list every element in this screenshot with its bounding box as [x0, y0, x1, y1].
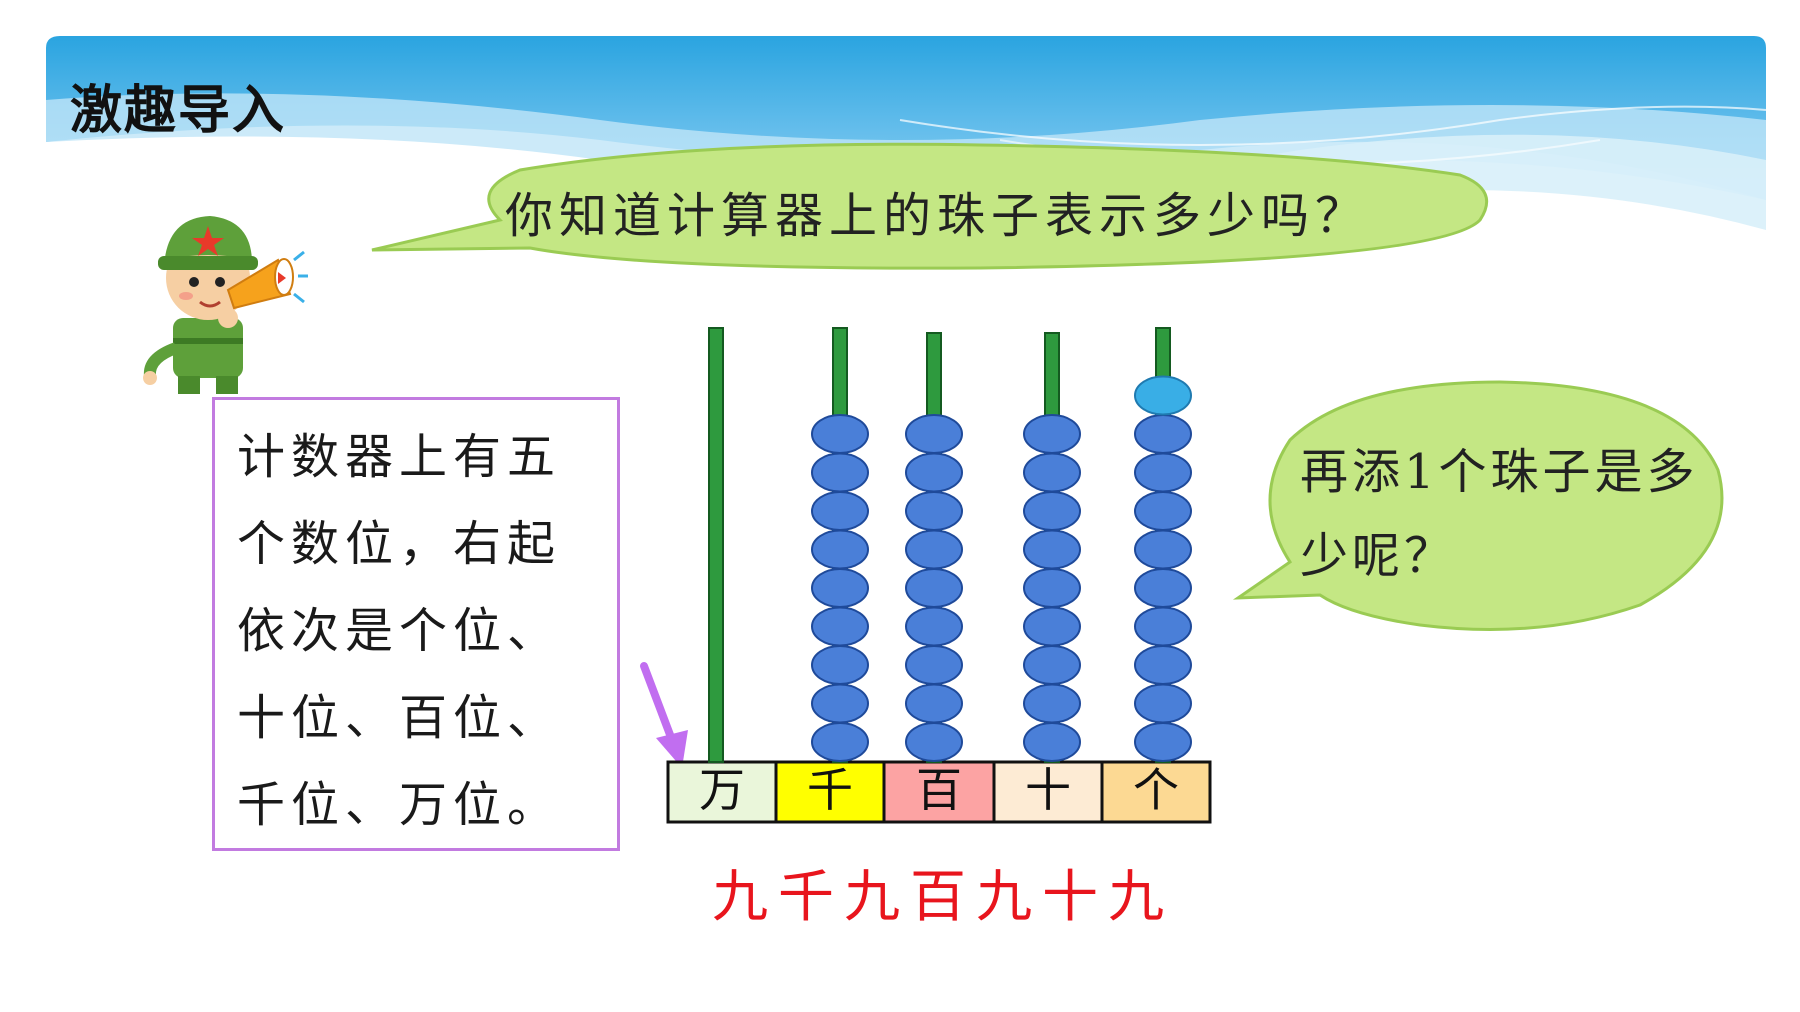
number-reading: 九千九百九十九	[712, 865, 1174, 930]
abacus-bead	[905, 529, 963, 570]
slide-title: 激趣导入	[70, 81, 287, 141]
abacus-bead	[1134, 491, 1192, 531]
abacus-bead	[905, 606, 963, 647]
abacus-bead	[1023, 414, 1081, 454]
abacus-bead	[905, 452, 963, 493]
place-label-qian: 千	[807, 763, 853, 817]
abacus-bead	[905, 568, 963, 608]
info-line: 个数位，右起	[237, 516, 562, 572]
abacus-bead	[1023, 452, 1081, 493]
abacus-bead	[1023, 529, 1081, 570]
abacus-bead	[1023, 722, 1081, 762]
abacus-bead	[811, 491, 869, 531]
abacus-bead	[1134, 529, 1192, 570]
abacus-bead	[905, 414, 963, 454]
abacus-rod	[1044, 332, 1060, 763]
abacus-bead	[1023, 491, 1081, 531]
abacus-bead	[811, 722, 869, 762]
abacus-bead	[811, 568, 869, 608]
abacus-bead	[1134, 645, 1192, 685]
abacus-bead	[1023, 606, 1081, 647]
abacus-bead	[811, 645, 869, 685]
abacus-rod	[926, 332, 942, 763]
abacus-bead	[1134, 414, 1192, 454]
abacus-rod	[832, 327, 848, 763]
abacus-bead	[1134, 568, 1192, 608]
abacus-bead	[1134, 683, 1192, 724]
abacus-rod	[1155, 327, 1171, 763]
abacus-bead	[811, 683, 869, 724]
abacus-bead	[1134, 722, 1192, 762]
speech-bubble-top	[371, 142, 1489, 270]
abacus-rod	[708, 327, 724, 763]
place-label-bai: 百	[916, 763, 962, 817]
abacus-bead	[811, 606, 869, 647]
question-right: 再添1个珠子是多少呢？	[1300, 444, 1699, 584]
info-line: 十位、百位、	[237, 690, 562, 746]
abacus-bead	[811, 452, 869, 493]
info-box: 计数器上有五 个数位，右起 依次是个位、 十位、百位、 千位、万位。	[212, 397, 620, 851]
abacus-bead	[1134, 606, 1192, 647]
soldier-megaphone-icon	[143, 216, 308, 394]
abacus-bead	[1023, 645, 1081, 685]
abacus-bead	[905, 645, 963, 685]
question-top: 你知道计算器上的珠子表示多少吗？	[505, 188, 1370, 244]
abacus-bead	[811, 529, 869, 570]
info-line: 千位、万位。	[237, 777, 562, 833]
abacus-bead	[1023, 683, 1081, 724]
abacus-new-bead	[1134, 375, 1192, 416]
abacus-bead	[905, 722, 963, 762]
abacus-bead	[1134, 452, 1192, 493]
info-line: 计数器上有五	[237, 429, 562, 485]
abacus-bead	[905, 683, 963, 724]
info-line: 依次是个位、	[237, 603, 562, 659]
abacus-bead	[1023, 568, 1081, 608]
place-label-ge: 个	[1133, 763, 1179, 817]
pointer-arrow-icon	[640, 662, 688, 768]
abacus-bead	[905, 491, 963, 531]
place-label-wan: 万	[699, 763, 745, 817]
place-label-shi: 十	[1025, 763, 1071, 817]
abacus-bead	[811, 414, 869, 454]
